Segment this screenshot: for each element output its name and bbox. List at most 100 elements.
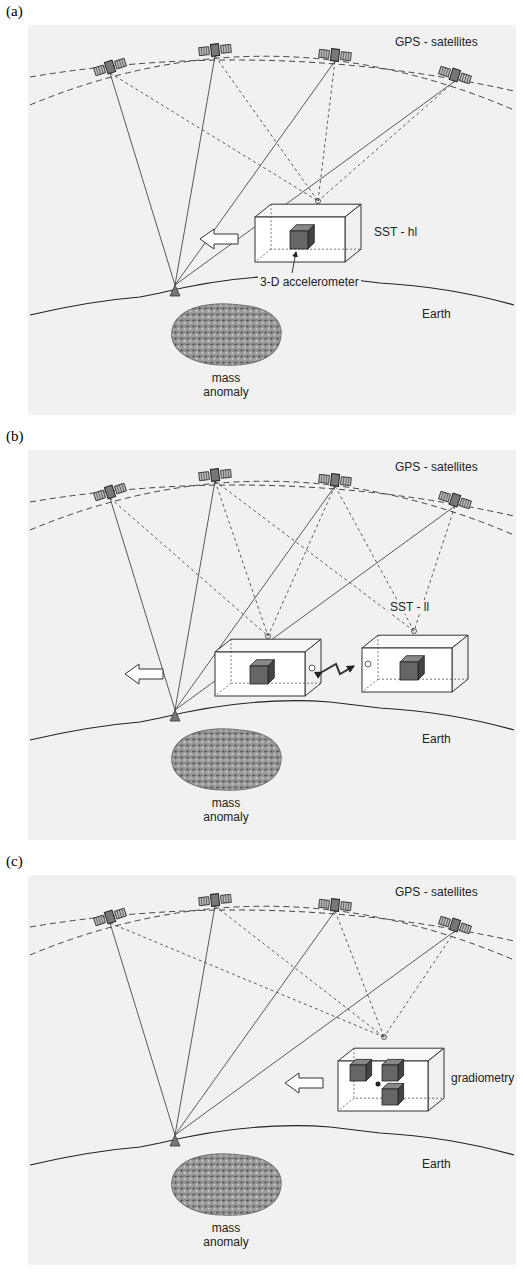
satellite-body <box>104 910 115 924</box>
gps-satellite <box>318 47 351 62</box>
proof-mass <box>382 1065 398 1081</box>
mass-anomaly-blob <box>172 1154 282 1215</box>
solar-panel-cell <box>343 52 345 60</box>
solar-panel <box>319 49 330 58</box>
tracking-line <box>110 73 175 285</box>
solar-panel <box>341 52 352 61</box>
solar-panel <box>114 58 126 69</box>
solar-panel-cell <box>201 897 203 905</box>
figure-label: Earth <box>420 732 453 746</box>
solar-panel-cell <box>464 925 466 933</box>
proof-mass-side <box>308 225 314 249</box>
solar-panel <box>114 483 126 494</box>
figure-label: mass anomaly <box>192 796 260 824</box>
gps-link <box>215 481 414 631</box>
gps-satellite <box>93 56 127 77</box>
gps-satellite <box>438 64 472 85</box>
gps-satellite <box>438 489 472 510</box>
solar-panel-cell <box>467 925 469 933</box>
gps-satellite <box>198 42 231 57</box>
solar-panel-cell <box>321 475 323 483</box>
solar-panel-cell <box>228 470 230 478</box>
solar-panel <box>94 915 106 926</box>
solar-panel-cell <box>443 68 445 76</box>
tracking-line <box>110 498 175 710</box>
solar-panel-cell <box>119 60 121 68</box>
solar-panel <box>221 44 232 53</box>
satellite-box-side <box>345 204 361 262</box>
solar-panel-cell <box>467 500 469 508</box>
solar-panel-cell <box>326 900 328 908</box>
gradiometer-centre <box>376 1082 381 1087</box>
solar-panel <box>221 894 232 903</box>
gps-link <box>318 61 335 201</box>
solar-panel-cell <box>225 895 227 903</box>
gps-link <box>384 931 455 1037</box>
solar-panel-cell <box>98 67 100 75</box>
solar-panel-cell <box>446 69 448 77</box>
ground-station <box>170 1135 180 1146</box>
satellite-body <box>449 918 460 932</box>
solar-panel-cell <box>122 484 124 492</box>
proof-mass-side <box>398 1083 404 1105</box>
solar-panel-cell <box>98 492 100 500</box>
panel <box>28 875 516 1265</box>
gps-satellite <box>318 897 351 912</box>
solar-panel-cell <box>203 472 205 480</box>
gps-satellite <box>93 906 127 927</box>
solar-panel-cell <box>326 475 328 483</box>
solar-panel <box>459 73 471 84</box>
satellite-body <box>330 899 339 912</box>
gps-antenna <box>266 634 271 639</box>
tracking-line <box>175 906 215 1135</box>
solar-panel-cell <box>225 45 227 53</box>
gps-link <box>215 906 384 1037</box>
gps-antenna <box>382 1035 387 1040</box>
gps-link <box>215 481 268 636</box>
solar-panel-cell <box>117 486 119 494</box>
satellite-body <box>330 474 339 487</box>
solar-panel-cell <box>441 67 443 75</box>
solar-panel <box>439 916 451 927</box>
solar-panel-cell <box>101 916 103 924</box>
panel-letter: (a) <box>6 4 23 18</box>
flight-direction-arrow <box>200 229 238 249</box>
gps-link <box>318 81 455 201</box>
solar-panel-cell <box>464 500 466 508</box>
solar-panel-cell <box>345 902 347 910</box>
solar-panel <box>341 902 352 911</box>
ranging-antenna <box>365 661 371 667</box>
solar-panel-cell <box>203 47 205 55</box>
solar-panel-cell <box>446 919 448 927</box>
panel-letter: (b) <box>6 429 24 443</box>
solar-panel <box>459 498 471 509</box>
gps-link <box>335 911 384 1037</box>
gps-satellite <box>438 914 472 935</box>
ranging-antenna <box>309 665 315 671</box>
gps-link <box>110 73 318 201</box>
figure-label: Earth <box>420 307 453 321</box>
solar-panel-cell <box>323 50 325 58</box>
orbit-line <box>30 60 514 91</box>
leader-line <box>292 252 296 273</box>
hidden-edge <box>362 635 468 692</box>
panel-letter: (c) <box>6 854 23 868</box>
solar-panel-cell <box>223 470 225 478</box>
solar-panel-cell <box>348 477 350 485</box>
figure-label: GPS - satellites <box>393 35 480 49</box>
solar-panel <box>459 923 471 934</box>
gps-link <box>268 486 335 636</box>
satellite-box-front <box>255 217 345 262</box>
ground-station <box>170 710 180 721</box>
panel <box>28 450 516 840</box>
tracking-line <box>175 481 215 710</box>
figure-label: 3-D accelerometer <box>258 275 361 289</box>
gps-link <box>215 56 318 201</box>
satellite-box-front <box>338 1061 428 1111</box>
solar-panel-cell <box>101 491 103 499</box>
mass-anomaly-blob <box>172 729 282 790</box>
solar-panel-cell <box>206 897 208 905</box>
mass-anomaly-blob <box>172 304 282 365</box>
proof-mass-side <box>268 660 274 684</box>
satellite-body <box>449 68 460 82</box>
